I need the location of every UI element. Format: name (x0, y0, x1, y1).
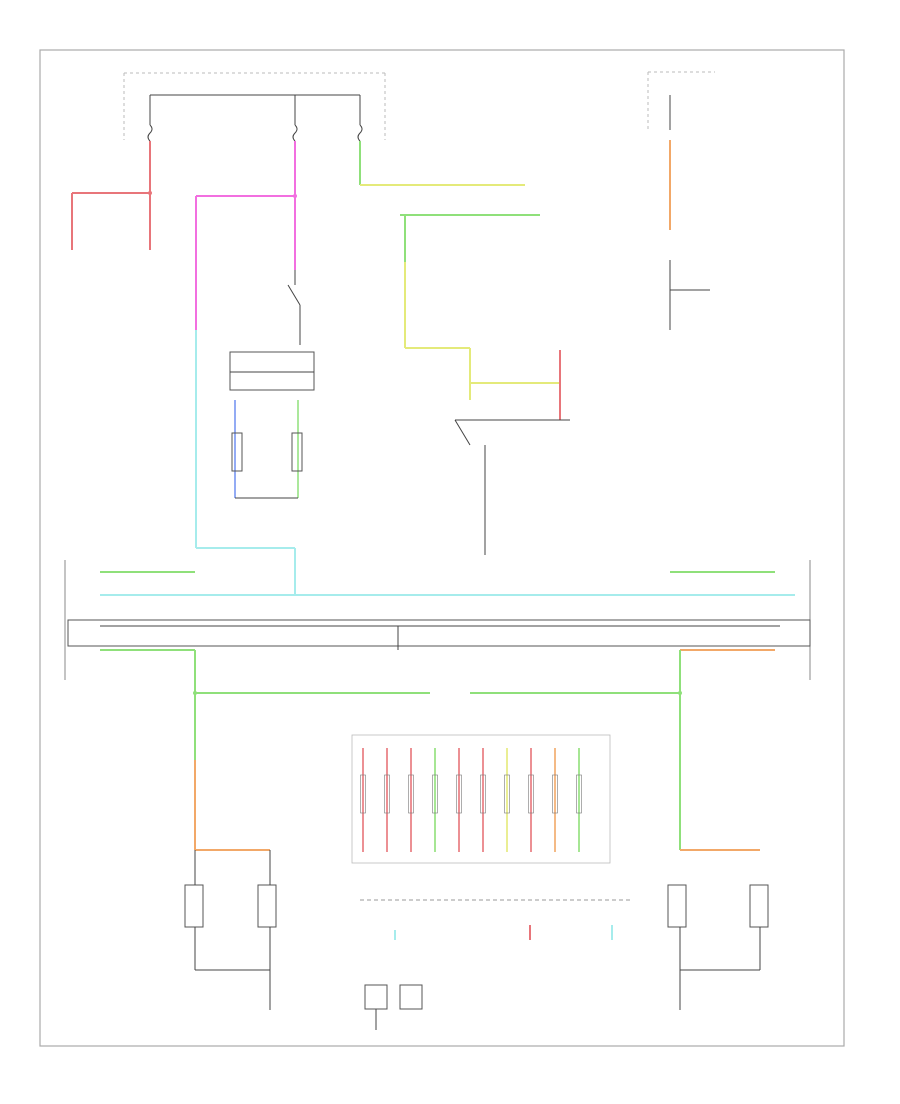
left-rear-lamp-2 (257, 884, 277, 928)
splice-pack (351, 734, 611, 864)
splice-terminal (432, 774, 438, 814)
splice-terminal (504, 774, 510, 814)
right-turn-indicator-lamp (291, 432, 303, 472)
right-rear-lamp-1 (667, 884, 687, 928)
indicator-lamps (229, 351, 315, 499)
splice-terminal (384, 774, 390, 814)
headlamp-switch (287, 270, 301, 345)
hazard-switch-block (454, 419, 570, 555)
left-rear-lamp-cluster (184, 849, 277, 1010)
fuse-symbols (147, 124, 363, 142)
splice-terminal (456, 774, 462, 814)
diagram-frame (39, 49, 845, 1047)
stop-lamp-circuit (359, 141, 561, 420)
flasher-band (64, 560, 811, 680)
right-rear-lamp-cluster (667, 849, 769, 1010)
left-turn-indicator-lamp (231, 432, 243, 472)
fuse-panel-top (123, 72, 386, 140)
splice-terminal (480, 774, 486, 814)
lower-green-bus (100, 649, 775, 850)
pink-circuit (195, 141, 297, 330)
license-lamp-left (364, 984, 388, 1010)
multifunction-switch-box (229, 351, 315, 391)
splice-terminal (360, 774, 366, 814)
park-lamp-circuit (71, 141, 152, 250)
license-lamp-right (399, 984, 423, 1010)
right-fuse-circuit (647, 71, 715, 330)
cyan-circuit (100, 330, 795, 596)
right-rear-lamp-2 (749, 884, 769, 928)
splice-terminal (552, 774, 558, 814)
splice-terminal (408, 774, 414, 814)
license-lamps (360, 899, 630, 1030)
splice-terminal (576, 774, 582, 814)
splice-terminal (528, 774, 534, 814)
left-rear-lamp-1 (184, 884, 204, 928)
